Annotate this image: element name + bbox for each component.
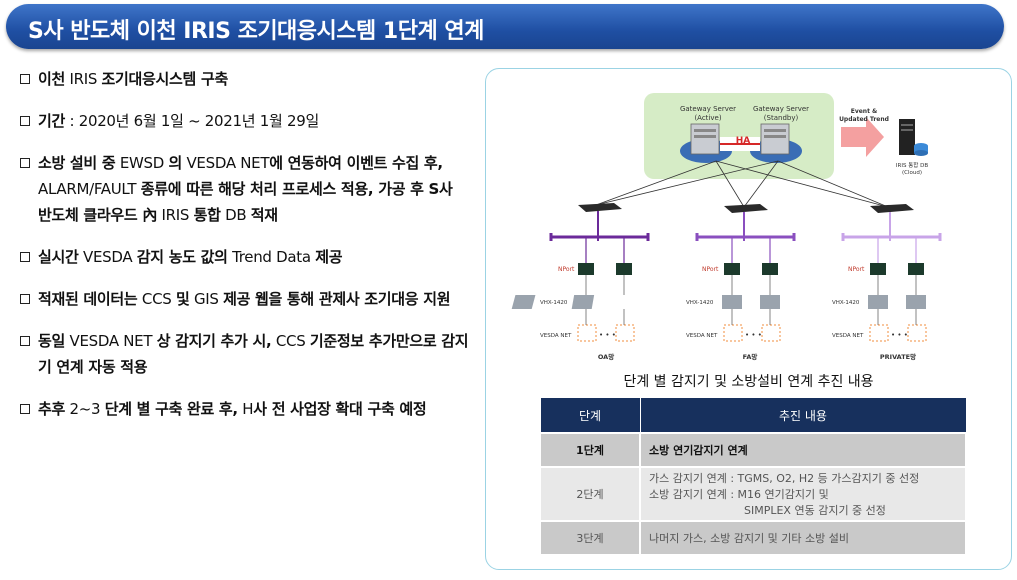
- content-line: 나머지 가스, 소방 감지기 및 기타 소방 설비: [649, 532, 850, 545]
- server-standby-icon: [750, 123, 802, 163]
- bullet-text: 소방 설비 중 EWSD 의 VESDA NET에 연동하여 이벤트 수집 후,…: [38, 154, 453, 224]
- network-diagram: Gateway Server (Active) Gateway Server (…: [511, 93, 942, 361]
- zone-label-private: PRIVATE망: [880, 352, 916, 361]
- nport-label: NPort: [558, 266, 575, 273]
- server-active-icon: [680, 123, 732, 163]
- arrow-right-icon: [841, 117, 884, 157]
- db-label-1: IRIS 통합 DB: [896, 161, 928, 169]
- bullet-item: 이천 IRIS 조기대응시스템 구축: [20, 66, 470, 92]
- steps-table: 단계 추진 내용 1단계 소방 연기감지기 연계 2단계 가스 감지기 연계 :…: [539, 397, 967, 556]
- bullet-item: 기간 : 2020년 6월 1일 ~ 2021년 1월 29일: [20, 108, 470, 134]
- vhx-label: VHX-1420: [686, 300, 714, 306]
- content-cell: 나머지 가스, 소방 감지기 및 기타 소방 설비: [639, 520, 967, 556]
- step-cell: 1단계: [539, 432, 641, 468]
- uplink-lines: [595, 160, 889, 208]
- table-row: 1단계 소방 연기감지기 연계: [539, 432, 967, 468]
- event-label-2: Updated Trend: [839, 116, 889, 123]
- db-label-2: (Cloud): [902, 170, 922, 176]
- bullet-text: 추후 2~3 단계 별 구축 완료 후, H사 전 사업장 확대 구축 예정: [38, 400, 427, 418]
- bullet-text: 실시간 VESDA 감지 농도 값의 Trend Data 제공: [38, 248, 343, 266]
- table-row: 3단계 나머지 가스, 소방 감지기 및 기타 소방 설비: [539, 520, 967, 556]
- vhx-label: VHX-1420: [832, 300, 860, 306]
- content-line: 소방 연기감지기 연계: [649, 444, 748, 457]
- zone-private: [841, 212, 942, 342]
- step-cell: 2단계: [539, 466, 641, 522]
- event-label-1: Event &: [851, 108, 878, 115]
- switch-icon: [578, 203, 622, 212]
- vesda-label: VESDA NET: [686, 333, 718, 339]
- gw-standby-label-2: (Standby): [764, 114, 799, 122]
- ha-label: HA: [736, 136, 751, 146]
- switch-icon: [870, 204, 914, 213]
- checkbox-icon: [20, 336, 30, 346]
- bullet-text: 동일 VESDA NET 상 감지기 추가 시, CCS 기준정보 추가만으로 …: [38, 332, 469, 376]
- switch-icon: [724, 204, 768, 213]
- zone-oa: [511, 211, 650, 342]
- table-header-row: 단계 추진 내용: [539, 397, 967, 434]
- checkbox-icon: [20, 294, 30, 304]
- step-cell: 3단계: [539, 520, 641, 556]
- bullet-text: 기간 : 2020년 6월 1일 ~ 2021년 1월 29일: [38, 112, 319, 130]
- nport-label: NPort: [848, 266, 865, 273]
- zone-label-oa: OA망: [598, 352, 614, 361]
- checkbox-icon: [20, 116, 30, 126]
- zone-fa: [695, 212, 796, 342]
- bullet-item: 동일 VESDA NET 상 감지기 추가 시, CCS 기준정보 추가만으로 …: [20, 328, 470, 380]
- vhx-label: VHX-1420: [540, 300, 568, 306]
- gw-active-label-1: Gateway Server: [680, 105, 736, 113]
- dots-label: • • •: [599, 331, 616, 339]
- checkbox-icon: [20, 158, 30, 168]
- content-cell: 소방 연기감지기 연계: [639, 432, 967, 468]
- checkbox-icon: [20, 404, 30, 414]
- content-line: 소방 감지기 연계 : M16 연기감지기 및: [649, 488, 829, 501]
- bullet-text: 적재된 데이터는 CCS 및 GIS 제공 웹을 통해 관제사 조기대응 지원: [38, 290, 451, 308]
- table-row: 2단계 가스 감지기 연계 : TGMS, O2, H2 등 가스감지기 중 선…: [539, 466, 967, 522]
- checkbox-icon: [20, 252, 30, 262]
- architecture-figure: Gateway Server (Active) Gateway Server (…: [485, 68, 1012, 570]
- bullet-item: 소방 설비 중 EWSD 의 VESDA NET에 연동하여 이벤트 수집 후,…: [20, 150, 470, 228]
- gw-active-label-2: (Active): [694, 114, 721, 122]
- dots-label: • • •: [891, 331, 908, 339]
- nport-label: NPort: [702, 266, 719, 273]
- header-content: 추진 내용: [639, 397, 967, 434]
- content-line: 가스 감지기 연계 : TGMS, O2, H2 등 가스감지기 중 선정: [649, 472, 920, 485]
- title-bar: S사 반도체 이천 IRIS 조기대응시스템 1단계 연계: [6, 4, 1004, 49]
- gw-standby-label-1: Gateway Server: [753, 105, 809, 113]
- vesda-label: VESDA NET: [540, 333, 572, 339]
- bullet-item: 추후 2~3 단계 별 구축 완료 후, H사 전 사업장 확대 구축 예정: [20, 396, 470, 422]
- page-title: S사 반도체 이천 IRIS 조기대응시스템 1단계 연계: [28, 19, 484, 44]
- bullet-item: 적재된 데이터는 CCS 및 GIS 제공 웹을 통해 관제사 조기대응 지원: [20, 286, 470, 312]
- vesda-label: VESDA NET: [832, 333, 864, 339]
- bullet-list: 이천 IRIS 조기대응시스템 구축 기간 : 2020년 6월 1일 ~ 20…: [20, 66, 470, 438]
- content-line: SIMPLEX 연동 감지기 중 선정: [744, 504, 886, 517]
- content-cell: 가스 감지기 연계 : TGMS, O2, H2 등 가스감지기 중 선정 소방…: [639, 466, 967, 522]
- header-step: 단계: [539, 397, 641, 434]
- bullet-item: 실시간 VESDA 감지 농도 값의 Trend Data 제공: [20, 244, 470, 270]
- cloud-db-icon: [899, 119, 928, 156]
- figure-caption: 단계 별 감지기 및 소방설비 연계 추진 내용: [623, 374, 874, 390]
- checkbox-icon: [20, 74, 30, 84]
- bullet-text: 이천 IRIS 조기대응시스템 구축: [38, 70, 228, 88]
- dots-label: • • •: [745, 331, 762, 339]
- zone-label-fa: FA망: [743, 352, 758, 361]
